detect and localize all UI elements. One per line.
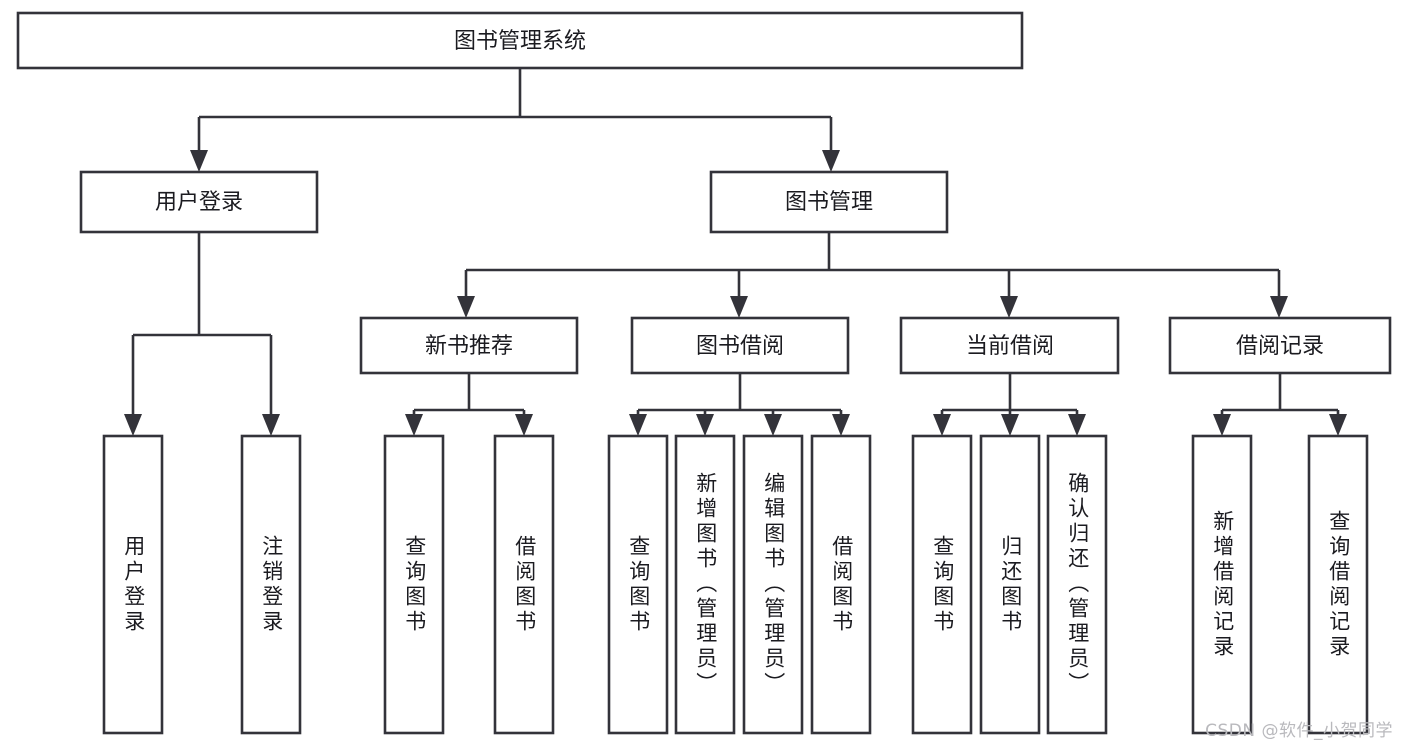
leaf-box-user-login-1[interactable] [102,434,164,735]
connector-new-book-recommend-to-leaves [405,373,533,436]
node-borrow-record-box[interactable] [1168,316,1392,375]
node-root-label: 图书管理系统 [454,28,586,53]
leaf-box-borrow-record-1[interactable] [1191,434,1253,735]
leaf-box-current-borrow-1[interactable] [911,434,973,735]
arrow-head-to-leaf-br-1 [1213,414,1231,436]
connector-user-login-to-leaves [124,232,280,436]
arrow-head-to-leaf-nbr-2 [515,414,533,436]
csdn-watermark: CSDN @软件_小贺同学 [1205,721,1393,741]
arrow-head-to-book-manage [822,150,840,172]
leaf-box-book-borrow-3[interactable] [742,434,804,735]
leaf-box-book-borrow-1[interactable] [607,434,669,735]
connector-book-manage-to-level3 [457,232,1288,318]
arrow-head-to-leaf-br-2 [1329,414,1347,436]
connector-borrow-record-to-leaves [1213,373,1347,436]
connector-root-to-level2 [190,68,840,172]
leaf-box-book-borrow-2[interactable] [674,434,736,735]
arrow-head-to-user-login [190,150,208,172]
leaf-box-borrow-record-2[interactable] [1307,434,1369,735]
arrow-head-to-leaf-logout [262,414,280,436]
node-book-borrow[interactable]: 图书借阅 [630,316,850,375]
leaf-box-current-borrow-2[interactable] [979,434,1041,735]
node-user-login[interactable]: 用户登录 [79,170,319,234]
node-book-manage[interactable]: 图书管理 [709,170,949,234]
node-new-book-recommend-box[interactable] [359,316,579,375]
node-current-borrow[interactable]: 当前借阅 [899,316,1120,375]
node-borrow-record-label: 借阅记录 [1236,333,1324,358]
node-book-borrow-box[interactable] [630,316,850,375]
arrow-head-to-leaf-user-login [124,414,142,436]
arrow-head-to-leaf-cb-3 [1068,414,1086,436]
leaf-box-current-borrow-3[interactable] [1046,434,1108,735]
arrow-head-to-leaf-bb-2 [696,414,714,436]
leaf-box-new-book-recommend-1[interactable] [383,434,445,735]
arrow-head-to-current-borrow [1000,296,1018,318]
arrow-head-to-leaf-cb-2 [1001,414,1019,436]
node-current-borrow-label: 当前借阅 [966,333,1054,358]
arrow-head-to-leaf-cb-1 [933,414,951,436]
leaf-box-book-borrow-4[interactable] [810,434,872,735]
arrow-head-to-new-book-recommend [457,296,475,318]
node-borrow-record[interactable]: 借阅记录 [1168,316,1392,375]
node-root[interactable]: 图书管理系统 [16,11,1024,70]
node-new-book-recommend[interactable]: 新书推荐 [359,316,579,375]
leaf-box-new-book-recommend-2[interactable] [493,434,555,735]
arrow-head-to-leaf-bb-3 [764,414,782,436]
arrow-head-to-leaf-nbr-1 [405,414,423,436]
node-root-box[interactable] [16,11,1024,70]
arrow-head-to-leaf-bb-1 [629,414,647,436]
arrow-head-to-book-borrow [730,296,748,318]
connector-book-borrow-to-leaves [629,373,850,436]
node-current-borrow-box[interactable] [899,316,1120,375]
arrow-head-to-leaf-bb-4 [832,414,850,436]
leaf-box-user-login-2[interactable] [240,434,302,735]
arrow-head-to-borrow-record [1270,296,1288,318]
connector-current-borrow-to-leaves [933,373,1086,436]
node-book-manage-box[interactable] [709,170,949,234]
node-new-book-recommend-label: 新书推荐 [425,333,513,358]
node-user-login-label: 用户登录 [155,189,243,214]
node-book-borrow-label: 图书借阅 [696,333,784,358]
node-book-manage-label: 图书管理 [785,189,873,214]
